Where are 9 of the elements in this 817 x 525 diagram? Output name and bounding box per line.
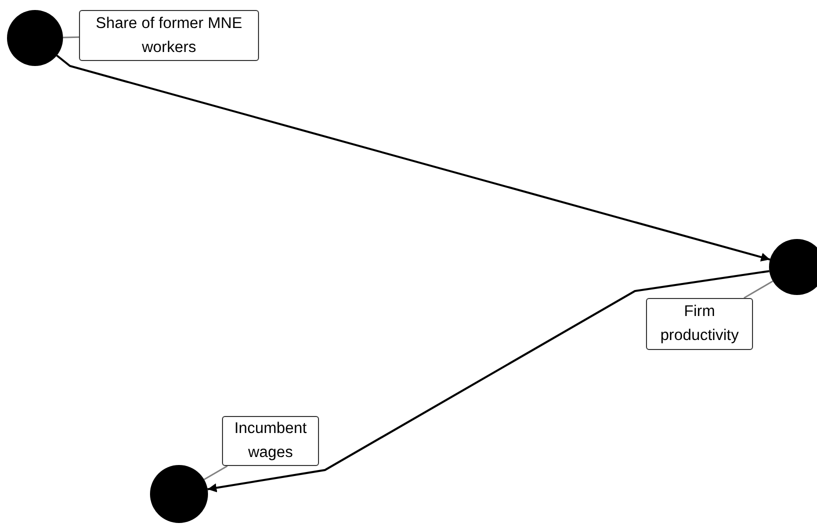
leader-line [204,465,228,480]
node-label: Share of former MNE workers [79,10,259,61]
arrow [56,54,770,262]
node-circle [769,239,817,295]
leader-line [62,36,80,38]
arrow [207,270,770,492]
node-label: Incumbent wages [222,416,319,466]
node-label: Firm productivity [646,298,753,350]
leader-line [744,280,774,299]
